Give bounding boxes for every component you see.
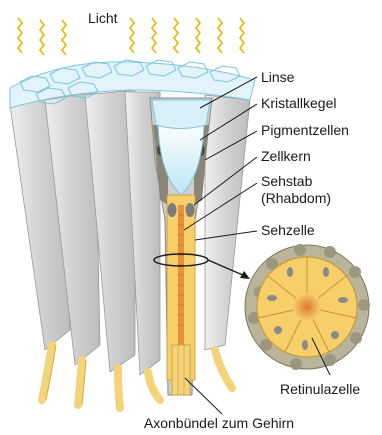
label-photoreceptor: Sehzelle bbox=[261, 222, 315, 238]
label-nucleus: Zellkern bbox=[261, 148, 311, 164]
nucleus-left bbox=[168, 203, 177, 217]
lens bbox=[152, 100, 210, 129]
axons-background bbox=[42, 345, 232, 408]
cross-section bbox=[245, 244, 370, 370]
light-rays bbox=[18, 18, 244, 55]
label-rhabdom-line2: (Rhabdom) bbox=[261, 190, 331, 206]
axon-bundle bbox=[172, 345, 190, 395]
label-rhabdom-line1: Sehstab bbox=[261, 173, 313, 189]
label-crystal-cone: Kristallkegel bbox=[261, 95, 336, 111]
ommatidia-background bbox=[10, 90, 250, 375]
label-axon-bundle: Axonbündel zum Gehirn bbox=[144, 415, 294, 431]
label-lens: Linse bbox=[261, 69, 295, 85]
label-retinula-cell: Retinulazelle bbox=[280, 381, 360, 397]
nucleus-right bbox=[186, 203, 195, 217]
label-pigment-cells: Pigmentzellen bbox=[261, 122, 349, 138]
label-light: Licht bbox=[88, 10, 118, 26]
